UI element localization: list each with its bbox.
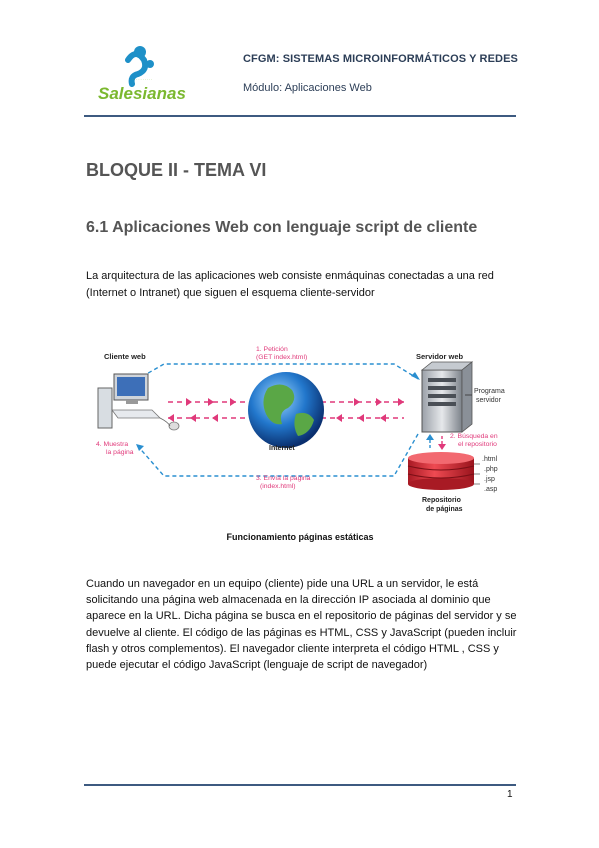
client-server-diagram: Cliente web Servidor web 1. Petición (GE… (96, 346, 505, 513)
server-tower-icon (420, 361, 474, 433)
ext-asp: .asp (484, 486, 497, 493)
block-title: BLOQUE II - TEMA VI (86, 160, 267, 180)
server-label: Servidor web (416, 352, 464, 361)
section-title: 6.1 Aplicaciones Web con lenguaje script… (86, 219, 478, 236)
ext-jsp: .jsp (484, 476, 495, 483)
module-title: Módulo: Aplicaciones Web (243, 82, 372, 94)
internet-globe-icon (248, 372, 324, 448)
figure-caption: Funcionamiento páginas estáticas (226, 532, 374, 542)
client-label: Cliente web (104, 352, 146, 361)
ext-php: .php (484, 466, 498, 473)
repo-label-1: Repositorio (422, 497, 461, 504)
client-computer-icon (97, 373, 180, 431)
internet-label: Internet (269, 445, 295, 452)
program-label-2: servidor (476, 397, 502, 404)
request-label-2: (GET index.html) (256, 354, 307, 361)
ext-html: .html (482, 456, 498, 463)
request-path (135, 363, 421, 381)
header-divider (84, 115, 516, 117)
footer-divider (84, 784, 516, 786)
response-path (135, 433, 419, 477)
request-label-1: 1. Petición (256, 346, 288, 353)
logo-text: Salesianas (98, 84, 186, 103)
svg-text:· · · · · · · · · ·: · · · · · · · · · · (132, 78, 152, 82)
show-label-2: la página (106, 449, 134, 456)
arrow-row-left (168, 414, 386, 422)
repo-label-2: de páginas (426, 506, 463, 513)
page-number: 1 (507, 789, 513, 800)
body-paragraph: Cuando un navegador en un equipo (client… (86, 578, 517, 672)
page-repository-icon (407, 452, 475, 490)
course-title: CFGM: SISTEMAS MICROINFORMÁTICOS Y REDES (243, 53, 518, 65)
send-label-2: (index.html) (260, 483, 296, 490)
search-label-1: 2. Búsqueda en (450, 433, 498, 440)
search-label-2: el repositorio (458, 441, 497, 448)
intro-paragraph: La arquitectura de las aplicaciones web … (86, 270, 494, 299)
send-label-1: 3. Envía la página (256, 475, 311, 482)
show-label-1: 4. Muestra (96, 441, 128, 448)
arrow-row-right (186, 398, 404, 406)
salesianas-logo: Salesianas · · · · · · · · · · (98, 46, 186, 103)
program-label-1: Programa (474, 388, 505, 395)
